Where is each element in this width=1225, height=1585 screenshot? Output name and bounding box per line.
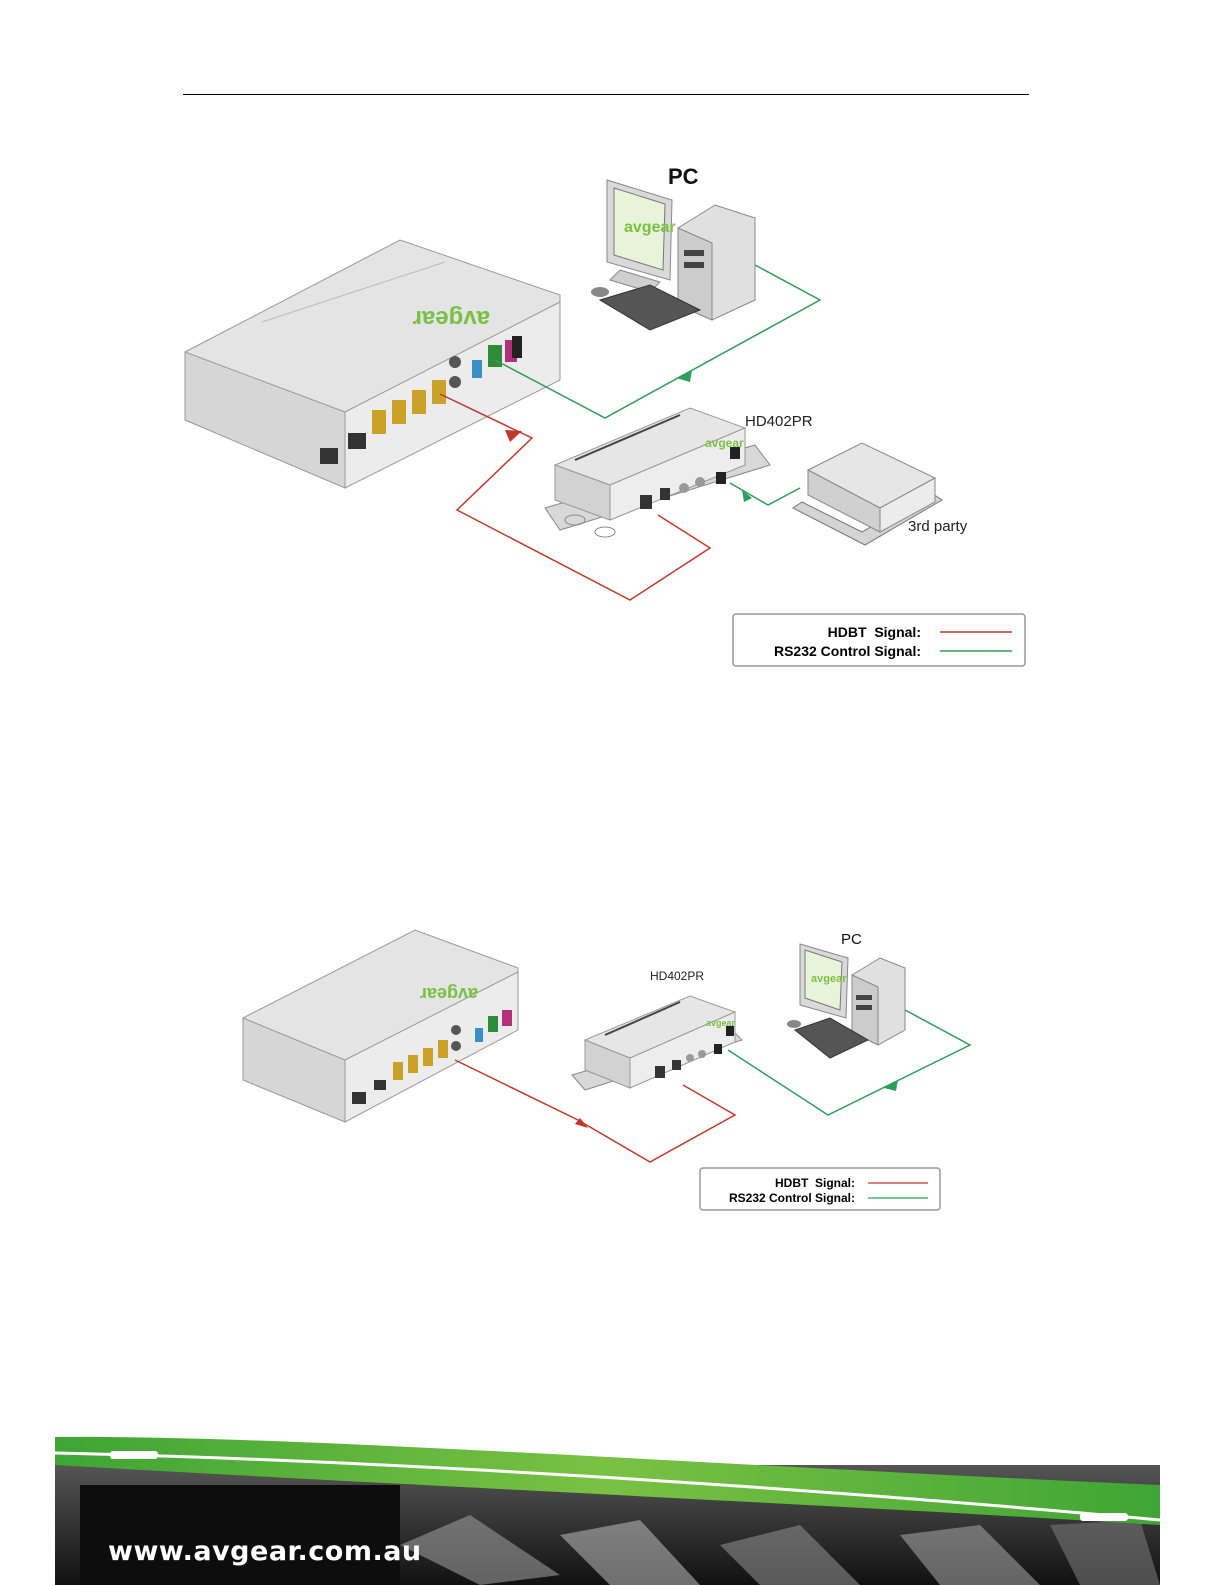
hdbt-arrow bbox=[505, 430, 522, 442]
legend-hdbt-label-2: HDBT Signal: bbox=[775, 1176, 855, 1190]
legend: HDBT Signal: RS232 Control Signal: bbox=[733, 614, 1025, 666]
rs232-arrow-2 bbox=[884, 1080, 898, 1091]
pc-label: PC bbox=[668, 164, 699, 189]
receiver-label-2: HD402PR bbox=[650, 969, 704, 983]
pc-computer-2: avgear PC bbox=[787, 931, 905, 1058]
hd402pr-receiver: avgear HD402PR bbox=[545, 408, 813, 537]
legend-rs232-label-2: RS232 Control Signal: bbox=[729, 1191, 855, 1205]
hd402pr-receiver-2: avgear HD402PR bbox=[572, 969, 742, 1090]
rs232-cable-3rd-party bbox=[730, 483, 800, 505]
svg-text:avgear: avgear bbox=[624, 219, 676, 236]
svg-text:avgear: avgear bbox=[705, 436, 744, 450]
logo-text-2: avgear bbox=[420, 984, 478, 1004]
pc-label-2: PC bbox=[841, 931, 862, 948]
rs232-arrow bbox=[676, 370, 692, 382]
rs232-cable-pc-2 bbox=[728, 1010, 970, 1115]
matrix-switcher-2: avgear bbox=[243, 930, 518, 1122]
rs232-diagram-2: avgear avgear HD402PR avgear PC bbox=[0, 920, 1225, 1220]
logo-text: avgear bbox=[413, 305, 490, 332]
pc-computer: avgear PC bbox=[591, 164, 755, 330]
legend-2: HDBT Signal: RS232 Control Signal: bbox=[700, 1168, 940, 1210]
footer-banner: www.avgear.com.au bbox=[0, 1425, 1225, 1585]
svg-text:avgear: avgear bbox=[706, 1018, 736, 1028]
third-party-device: 3rd party bbox=[793, 443, 968, 545]
website-url[interactable]: www.avgear.com.au bbox=[108, 1536, 422, 1567]
legend-hdbt-label: HDBT Signal: bbox=[828, 624, 921, 640]
rs232-diagram-1: avgear avgear PC avgear HD402PR bbox=[0, 150, 1225, 680]
header-rule bbox=[183, 94, 1029, 95]
legend-rs232-label: RS232 Control Signal: bbox=[774, 643, 921, 659]
third-party-label: 3rd party bbox=[908, 518, 968, 535]
receiver-label: HD402PR bbox=[745, 413, 813, 430]
svg-text:avgear: avgear bbox=[811, 973, 847, 985]
